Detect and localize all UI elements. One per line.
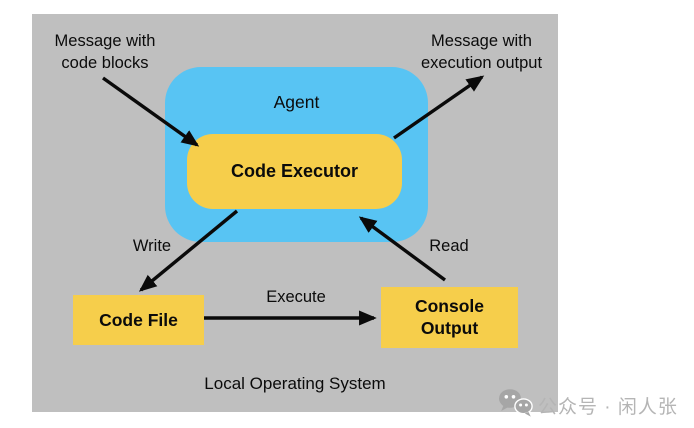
- write-label: Write: [132, 237, 172, 255]
- console-output-label: Console Output: [414, 296, 485, 338]
- code-executor-node: Code Executor: [187, 134, 402, 209]
- arrow-write: [138, 209, 239, 292]
- message-with-execution-output-label: Message with execution output: [420, 32, 543, 72]
- code-file-node: Code File: [73, 295, 204, 345]
- wechat-chat-bubbles-icon: [499, 389, 533, 417]
- arrow-message-out: [393, 75, 485, 140]
- arrow-read: [358, 216, 447, 282]
- read-label: Read: [429, 237, 469, 255]
- local-operating-system-label: Local Operating System: [204, 374, 386, 393]
- arrow-message-in: [102, 76, 200, 147]
- code-executor-label: Code Executor: [230, 161, 359, 181]
- code-file-label: Code File: [99, 309, 178, 330]
- execute-label: Execute: [266, 288, 326, 306]
- message-with-code-blocks-label: Message with code blocks: [54, 32, 156, 72]
- watermark-text: 公众号 · 闲人张: [538, 397, 678, 418]
- console-output-node: Console Output: [381, 287, 518, 348]
- agent-label: Agent: [273, 92, 320, 112]
